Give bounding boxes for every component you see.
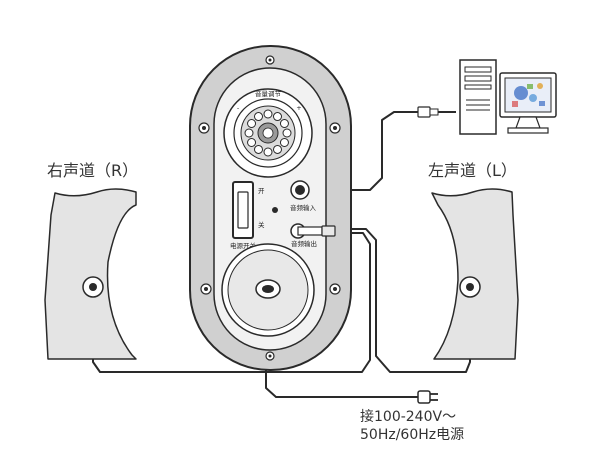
screw-top-center: [265, 55, 275, 65]
knob-grip-dot: [279, 119, 289, 128]
knob-grip-dot: [263, 109, 273, 119]
screw-bottom-center: [265, 351, 275, 361]
power-spec-line2: 50Hz/60Hz电源: [360, 427, 464, 443]
right-channel-speaker: [44, 188, 137, 360]
audio-plug-icon: [417, 106, 456, 118]
power-spec-line1: 接100-240V～: [360, 408, 456, 425]
knob-grip-dot: [263, 147, 273, 157]
volume-minus-label: -: [237, 104, 240, 112]
switch-on-label: 开: [258, 187, 265, 195]
knob-grip-dot: [273, 144, 282, 154]
knob-grip-dot: [244, 128, 254, 138]
audio-output-label: 音频输出: [291, 239, 317, 248]
knob-grip-dot: [247, 119, 257, 128]
audio-output-jack[interactable]: [290, 223, 336, 239]
left-channel-label: 左声道（L）: [428, 161, 517, 180]
knob-grip-dots: [244, 109, 292, 157]
knob-grip-dot: [282, 128, 292, 138]
cable-to-left-speaker: [334, 228, 471, 373]
volume-plus-label: +: [296, 104, 301, 112]
screw-bottom-left: [200, 283, 212, 295]
knob-grip-dot: [247, 138, 257, 147]
woofer-speaker: [221, 243, 315, 337]
volume-control-label: 音量调节: [255, 89, 282, 98]
left-channel-speaker: [431, 188, 519, 360]
switch-off-label: 关: [258, 220, 265, 229]
cable-audio-input: [301, 111, 419, 191]
knob-grip-dot: [254, 144, 263, 154]
screw-top-right: [329, 122, 341, 134]
power-indicator-led: [272, 207, 278, 213]
knob-grip-dot: [254, 112, 263, 122]
audio-input-label: 音频输入: [290, 203, 317, 212]
knob-grip-dot: [273, 112, 282, 122]
cable-to-right-speaker: [92, 232, 371, 373]
screw-bottom-right: [329, 283, 341, 295]
desktop-computer-icon: [459, 59, 557, 135]
screw-top-left: [198, 122, 210, 134]
power-switch[interactable]: [232, 181, 254, 239]
volume-knob[interactable]: [223, 88, 313, 178]
right-channel-label: 右声道（R）: [47, 161, 138, 180]
power-plug-icon: [417, 390, 438, 404]
knob-grip-dot: [279, 138, 289, 147]
audio-input-jack[interactable]: [290, 180, 310, 200]
power-switch-label: 电源开关: [230, 241, 257, 250]
